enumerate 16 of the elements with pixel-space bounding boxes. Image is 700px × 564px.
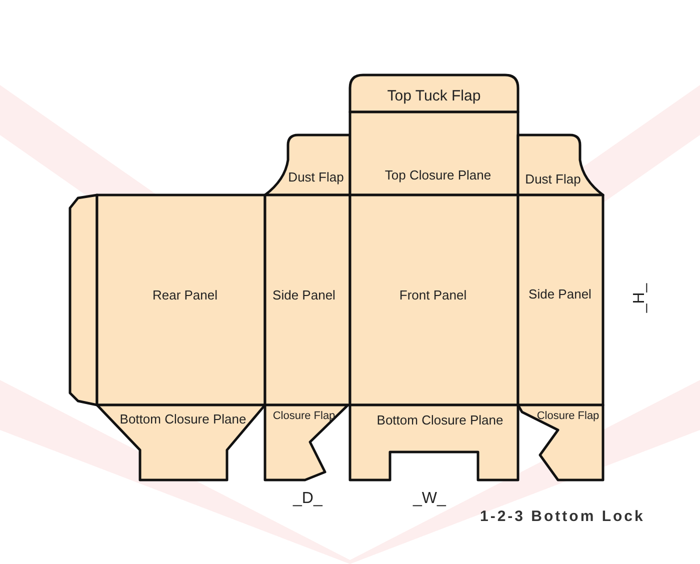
dimension-label: _W_ <box>413 490 446 508</box>
panel-label: Dust Flap <box>525 172 581 186</box>
panel-label: Front Panel <box>399 288 467 302</box>
dimension-label: _H_ <box>631 283 649 313</box>
panel-label: Bottom Closure Plane <box>120 412 246 426</box>
panel-label: Bottom Closure Plane <box>376 412 504 428</box>
panel-label: Closure Flap <box>536 410 600 422</box>
panel-label: Closure Flap <box>272 410 336 422</box>
panel-label: Top Tuck Flap <box>387 88 481 104</box>
panel-label: Dust Flap <box>288 170 344 184</box>
panel-label: Top Closure Plane <box>384 168 492 182</box>
diagram-title: 1-2-3 Bottom Lock <box>480 508 645 525</box>
panel-label: Side Panel <box>272 288 336 302</box>
panel-label: Rear Panel <box>152 288 218 302</box>
panel-label: Side Panel <box>528 286 592 302</box>
dimension-label: _D_ <box>293 490 322 508</box>
